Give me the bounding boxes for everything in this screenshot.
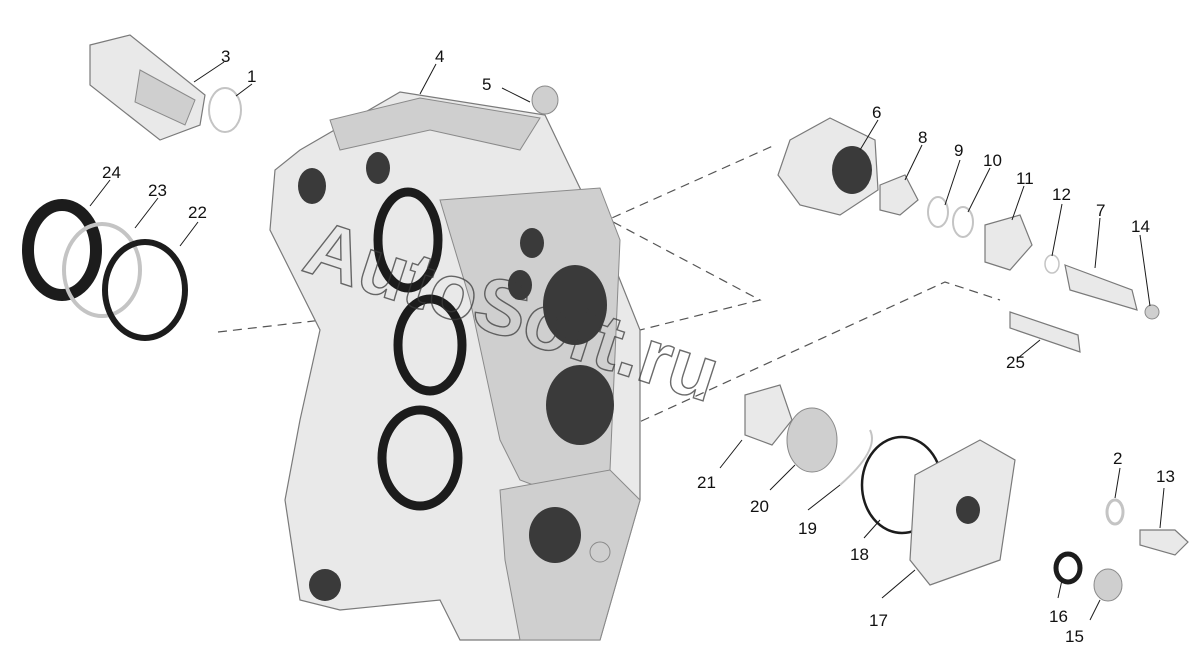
label-5: 5 bbox=[482, 75, 491, 94]
label-2: 2 bbox=[1113, 449, 1122, 468]
main-housing bbox=[269, 91, 641, 641]
label-12: 12 bbox=[1052, 185, 1071, 204]
seal-set-22-24 bbox=[22, 199, 188, 341]
plug-5 bbox=[531, 85, 559, 115]
cover-plate-17 bbox=[909, 439, 1016, 586]
label-21: 21 bbox=[697, 473, 716, 492]
label-3: 3 bbox=[221, 47, 230, 66]
label-24: 24 bbox=[102, 163, 121, 182]
right-upper-parts bbox=[777, 117, 1160, 353]
label-13: 13 bbox=[1156, 467, 1175, 486]
label-17: 17 bbox=[869, 611, 888, 630]
leader-lines bbox=[89, 61, 1165, 621]
label-25: 25 bbox=[1006, 353, 1025, 372]
label-16: 16 bbox=[1049, 607, 1068, 626]
label-18: 18 bbox=[850, 545, 869, 564]
label-19: 19 bbox=[798, 519, 817, 538]
label-14: 14 bbox=[1131, 217, 1150, 236]
label-1: 1 bbox=[247, 67, 256, 86]
label-15: 15 bbox=[1065, 627, 1084, 646]
label-22: 22 bbox=[188, 203, 207, 222]
right-lower-parts bbox=[1053, 498, 1189, 602]
label-6: 6 bbox=[872, 103, 881, 122]
label-23: 23 bbox=[148, 181, 167, 200]
label-8: 8 bbox=[918, 128, 927, 147]
label-20: 20 bbox=[750, 497, 769, 516]
assembly-axes bbox=[217, 144, 1001, 441]
label-10: 10 bbox=[983, 151, 1002, 170]
bolt-3 bbox=[89, 34, 242, 141]
label-4: 4 bbox=[435, 47, 444, 66]
label-9: 9 bbox=[954, 141, 963, 160]
part-labels: 3 1 4 5 6 8 9 10 11 12 7 14 24 23 22 25 … bbox=[102, 47, 1175, 646]
label-7: 7 bbox=[1096, 201, 1105, 220]
label-11: 11 bbox=[1016, 169, 1034, 188]
